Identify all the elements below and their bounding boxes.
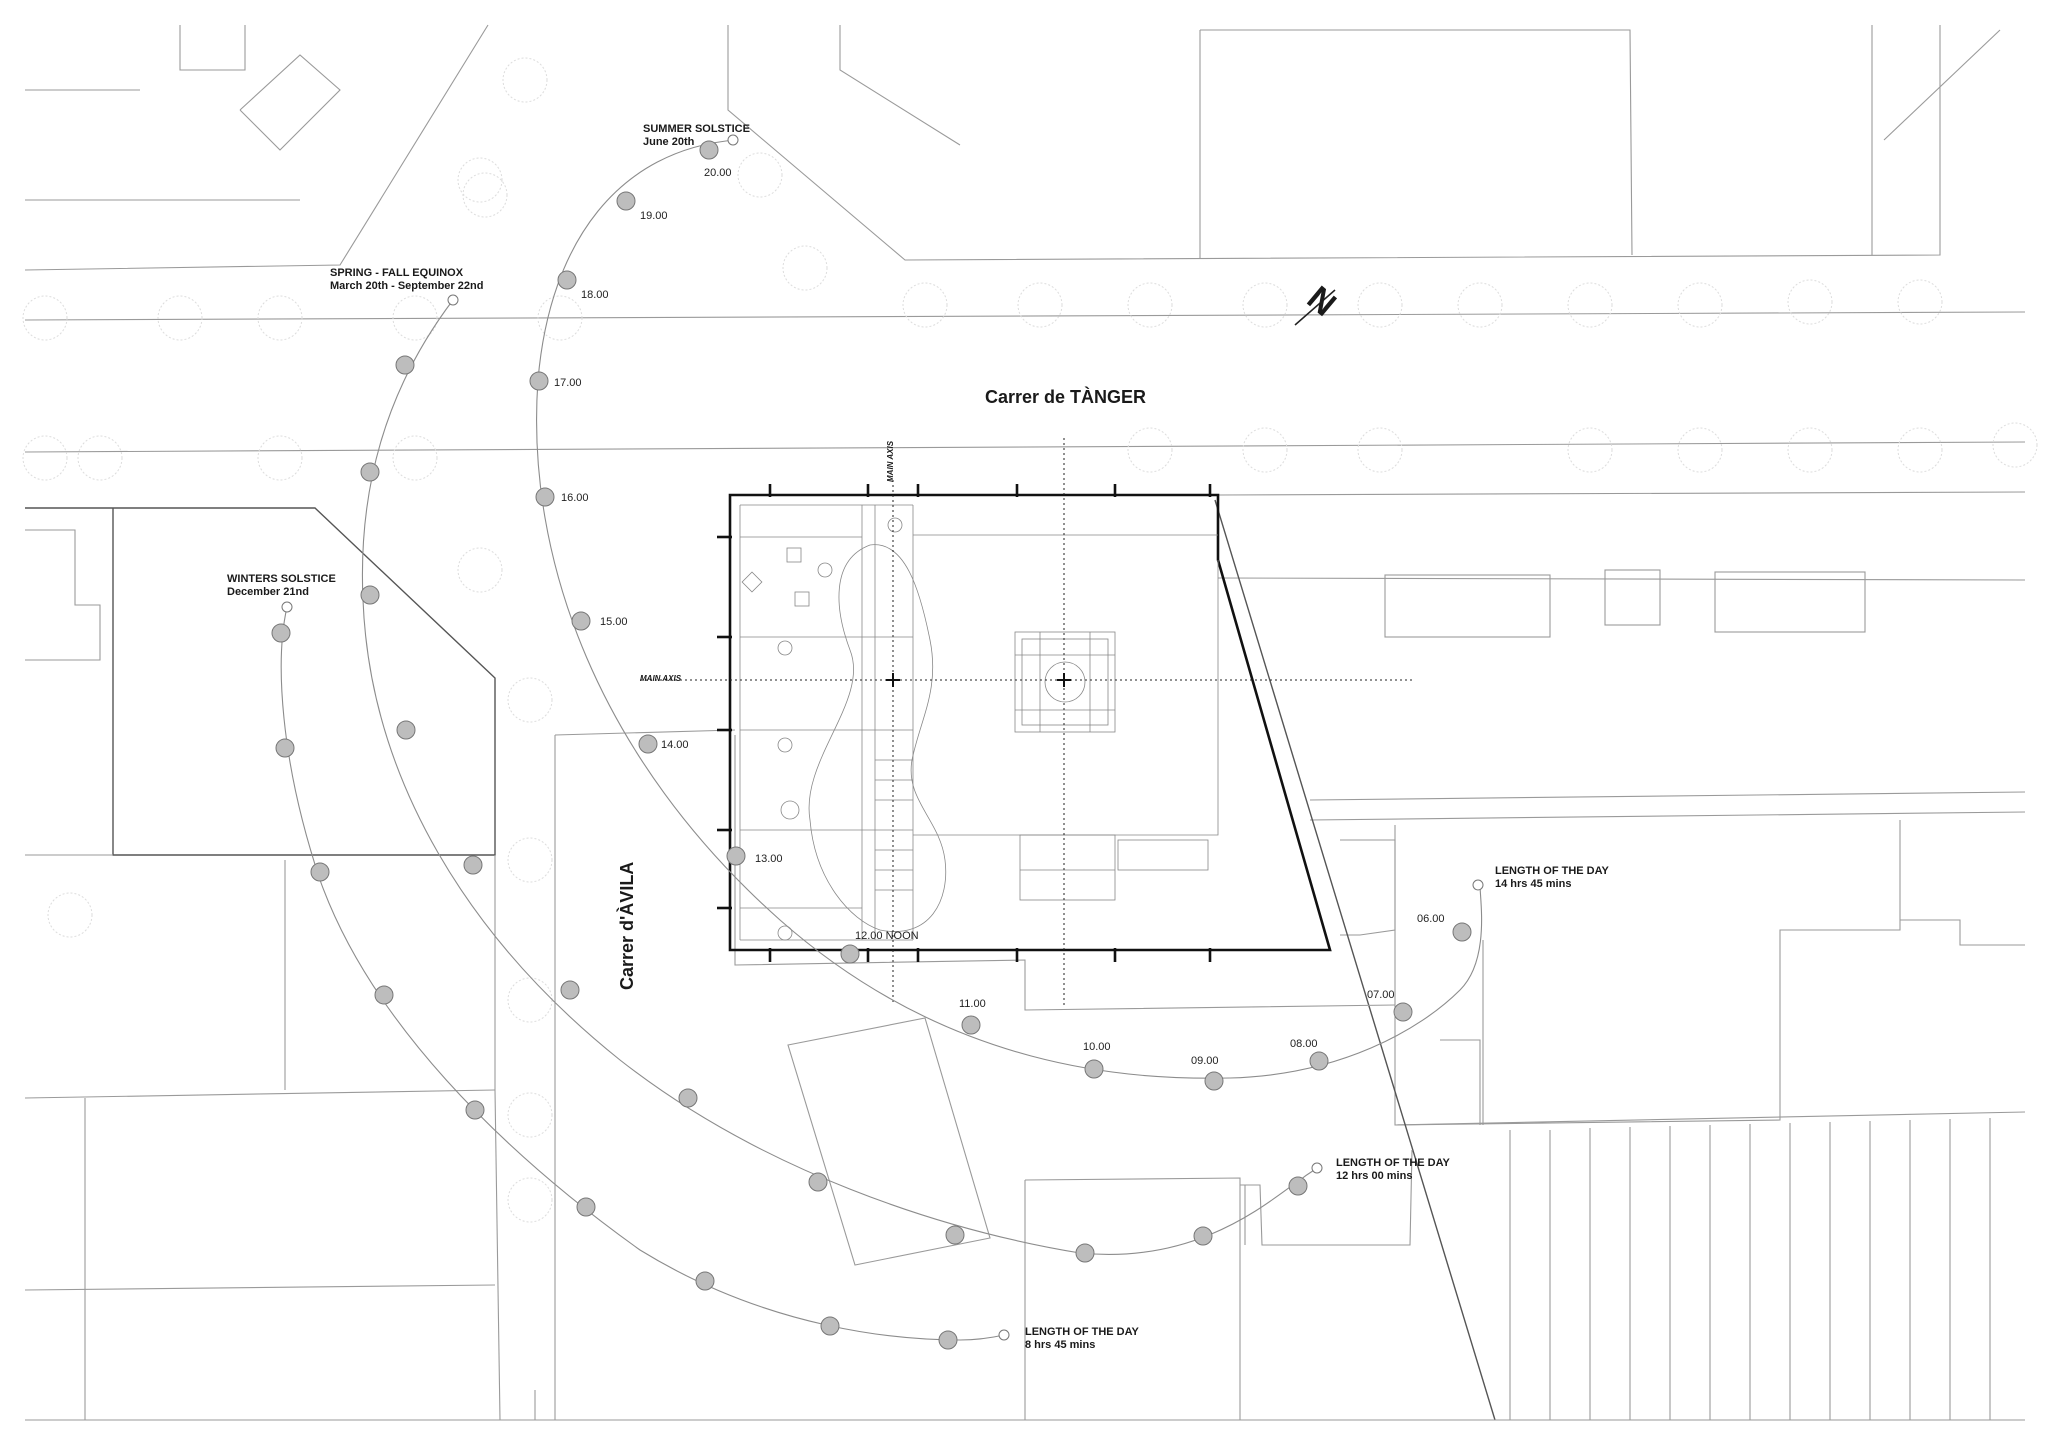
winter-solstice-path	[280, 606, 1005, 1341]
winter-length-value: 8 hrs 45 mins	[1025, 1339, 1095, 1351]
sun-dots	[271, 134, 1484, 1350]
summer-solstice-path	[536, 139, 1483, 1079]
hour-label: 10.00	[1083, 1041, 1111, 1053]
winter-solstice-title: WINTERS SOLSTICE	[227, 573, 336, 585]
main-axes: MAIN AXIS MAIN AXIS	[640, 438, 1412, 1005]
equinox-path	[361, 299, 1318, 1255]
hour-labels: 20.00 19.00 18.00 17.00 16.00 15.00 14.0…	[554, 167, 1445, 1067]
equinox-length-title: LENGTH OF THE DAY	[1336, 1157, 1451, 1169]
equinox-title: SPRING - FALL EQUINOX	[330, 267, 464, 279]
hour-label: 14.00	[661, 739, 689, 751]
context-blocks	[24, 24, 2026, 1421]
season-labels: SUMMER SOLSTICE June 20th SPRING - FALL …	[227, 123, 1610, 1351]
hour-label: 06.00	[1417, 913, 1445, 925]
hour-label: 11.00	[959, 998, 986, 1010]
parcel-stripes	[1509, 1118, 1991, 1420]
hour-label: 09.00	[1191, 1055, 1219, 1067]
axis-cross-marker	[886, 673, 1071, 687]
equinox-date: March 20th - September 22nd	[330, 280, 483, 292]
north-arrow: N	[1294, 279, 1343, 326]
summer-solstice-date: June 20th	[643, 136, 695, 148]
hour-label: 15.00	[600, 616, 628, 628]
main-building	[717, 484, 1332, 962]
hour-label: 08.00	[1290, 1038, 1318, 1050]
axis-label-vertical: MAIN AXIS	[886, 440, 895, 482]
hour-label: 07.00	[1367, 989, 1395, 1001]
street-label-tanger: Carrer de TÀNGER	[985, 386, 1146, 407]
street-label-avila: Carrer d'ÀVILA	[616, 862, 637, 990]
summer-length-title: LENGTH OF THE DAY	[1495, 865, 1610, 877]
main-hall	[913, 534, 1219, 901]
equinox-length-value: 12 hrs 00 mins	[1336, 1170, 1412, 1182]
hour-label: 12.00 NOON	[855, 930, 919, 942]
hour-label: 20.00	[704, 167, 732, 179]
summer-solstice-title: SUMMER SOLSTICE	[643, 123, 750, 135]
hour-label: 19.00	[640, 210, 668, 222]
winter-solstice-date: December 21nd	[227, 586, 309, 598]
winter-length-title: LENGTH OF THE DAY	[1025, 1326, 1140, 1338]
north-label: N	[1300, 279, 1343, 324]
hour-label: 16.00	[561, 492, 589, 504]
axis-label-horizontal: MAIN AXIS	[640, 674, 682, 683]
sun-start-marker	[727, 134, 739, 146]
summer-length-value: 14 hrs 45 mins	[1495, 878, 1571, 890]
hour-label: 17.00	[554, 377, 582, 389]
facade-columns	[717, 484, 1212, 962]
hour-label: 18.00	[581, 289, 609, 301]
hour-label: 13.00	[755, 853, 783, 865]
garden-wing	[739, 504, 947, 941]
street-trees	[22, 57, 2038, 1223]
